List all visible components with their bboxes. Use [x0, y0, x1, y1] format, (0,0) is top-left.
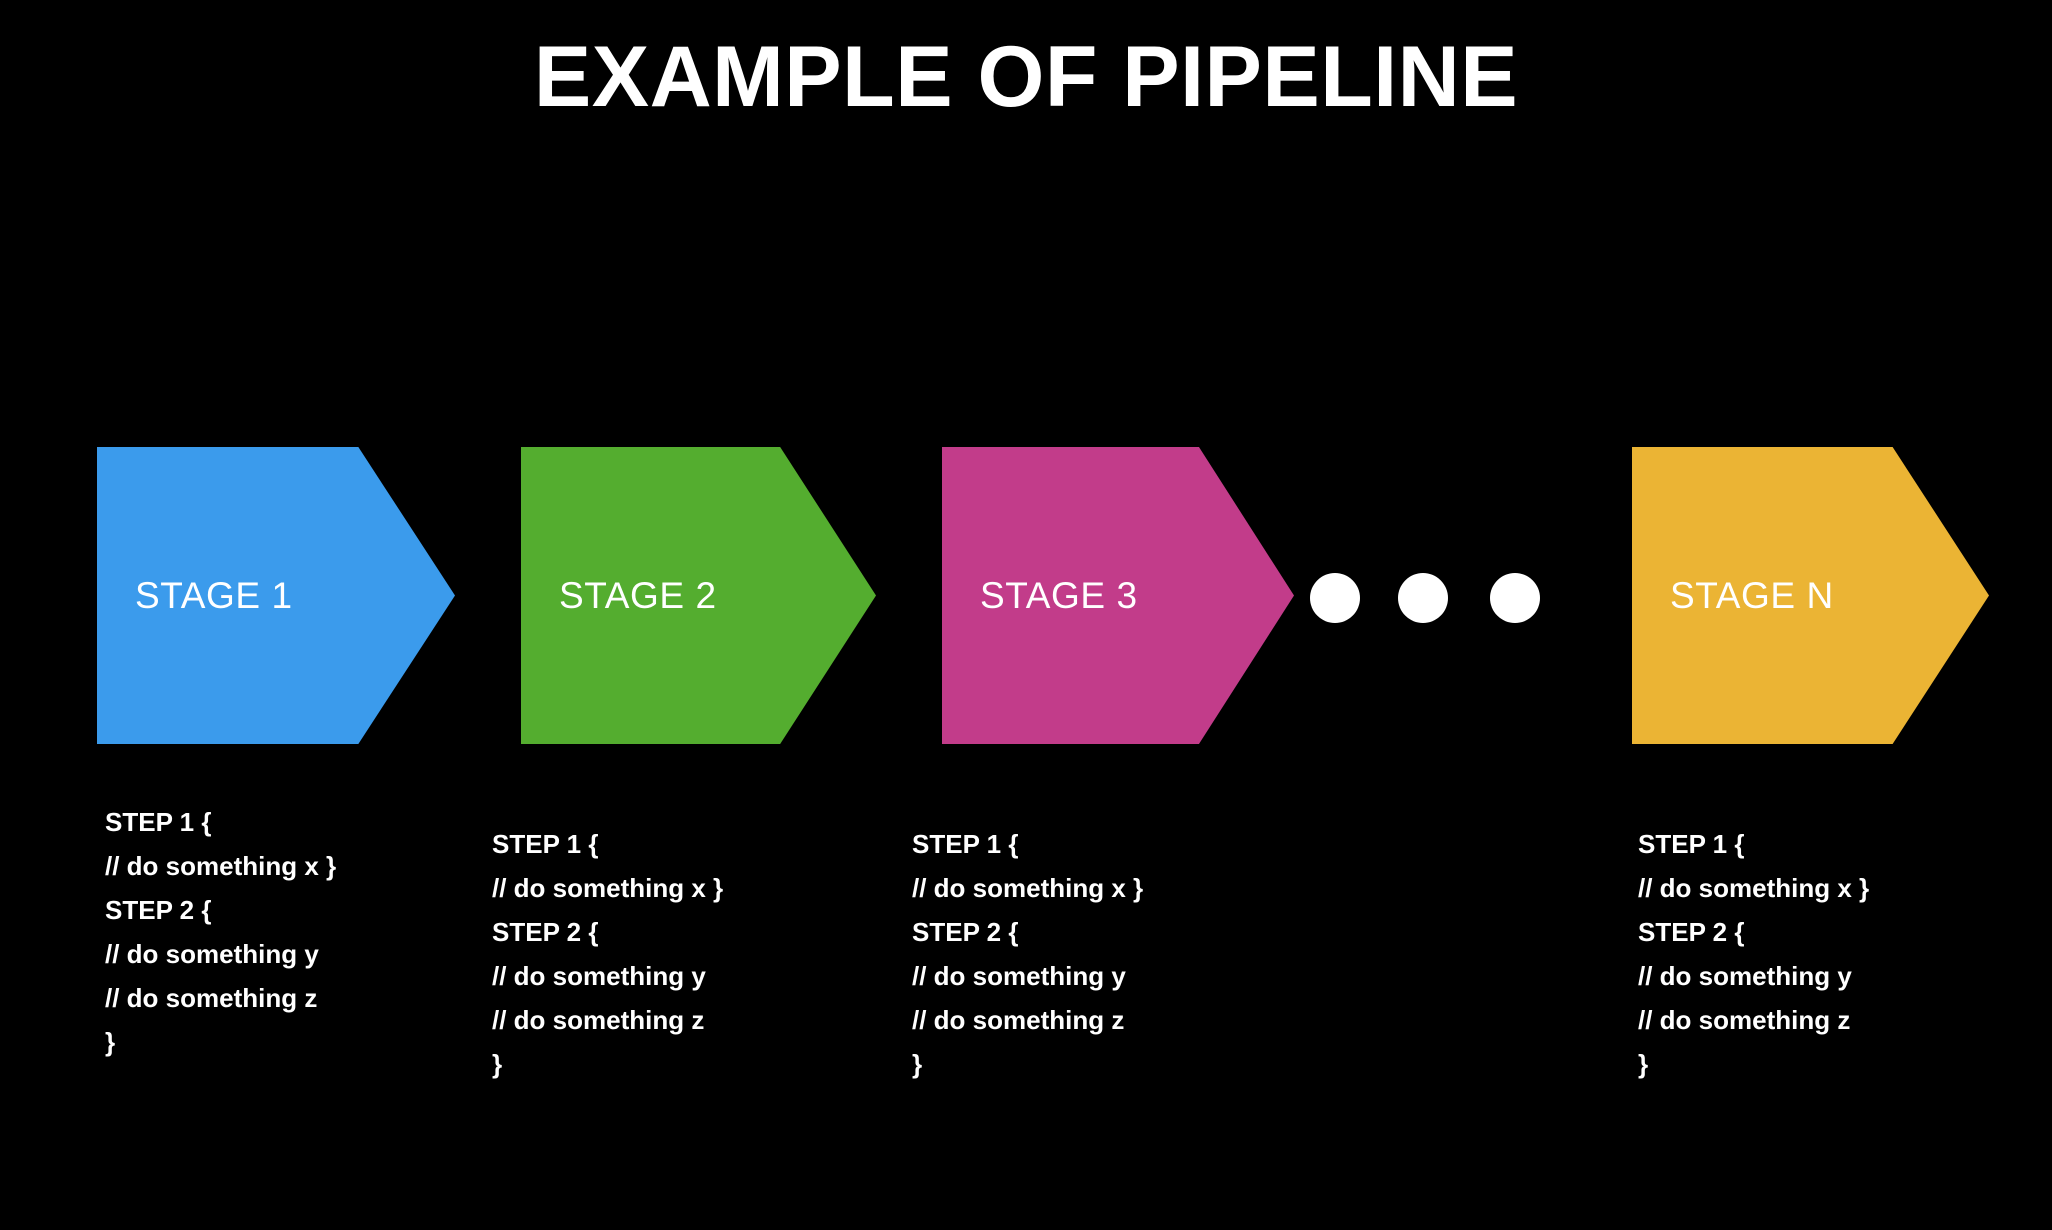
code-line: // do something x }: [1638, 873, 1870, 903]
code-line: // do something y: [105, 939, 319, 969]
code-line: // do something x }: [105, 851, 337, 881]
stage-arrow-shape-3: [942, 447, 1294, 744]
stage-code-block-n: STEP 1 { // do something x } STEP 2 { //…: [1638, 822, 1869, 1086]
code-line: STEP 1 {: [105, 807, 212, 837]
code-line: // do something z: [492, 1005, 705, 1035]
ellipsis-dot-icon-1: [1310, 573, 1360, 623]
ellipsis-dot-icon-3: [1490, 573, 1540, 623]
code-line: // do something y: [1638, 961, 1852, 991]
code-line: // do something y: [912, 961, 1126, 991]
code-line: }: [492, 1049, 503, 1079]
stage-arrow-shape-n: [1632, 447, 1989, 744]
pipeline-stage-1[interactable]: STAGE 1: [97, 447, 455, 744]
code-line: }: [1638, 1049, 1649, 1079]
code-line: // do something z: [912, 1005, 1125, 1035]
pipeline-stage-3[interactable]: STAGE 3: [942, 447, 1294, 744]
code-line: }: [105, 1027, 116, 1057]
code-line: STEP 2 {: [105, 895, 212, 925]
page-title: EXAMPLE OF PIPELINE: [533, 29, 1519, 125]
stage-code-block-1: STEP 1 { // do something x } STEP 2 { //…: [105, 800, 336, 1064]
stage-arrow-shape-1: [97, 447, 455, 744]
code-line: STEP 1 {: [1638, 829, 1745, 859]
code-line: STEP 2 {: [1638, 917, 1745, 947]
code-line: // do something z: [105, 983, 318, 1013]
ellipsis-dots-group: [1310, 573, 1565, 625]
stage-code-block-2: STEP 1 { // do something x } STEP 2 { //…: [492, 822, 723, 1086]
stage-arrow-shape-2: [521, 447, 876, 744]
ellipsis-dot-icon-2: [1398, 573, 1448, 623]
code-line: }: [912, 1049, 923, 1079]
pipeline-stage-n[interactable]: STAGE N: [1632, 447, 1989, 744]
stage-code-block-3: STEP 1 { // do something x } STEP 2 { //…: [912, 822, 1143, 1086]
code-line: STEP 1 {: [912, 829, 1019, 859]
code-line: // do something x }: [912, 873, 1144, 903]
code-line: STEP 1 {: [492, 829, 599, 859]
code-line: STEP 2 {: [492, 917, 599, 947]
code-line: // do something x }: [492, 873, 724, 903]
code-line: STEP 2 {: [912, 917, 1019, 947]
code-line: // do something y: [492, 961, 706, 991]
pipeline-stage-2[interactable]: STAGE 2: [521, 447, 876, 744]
code-line: // do something z: [1638, 1005, 1851, 1035]
